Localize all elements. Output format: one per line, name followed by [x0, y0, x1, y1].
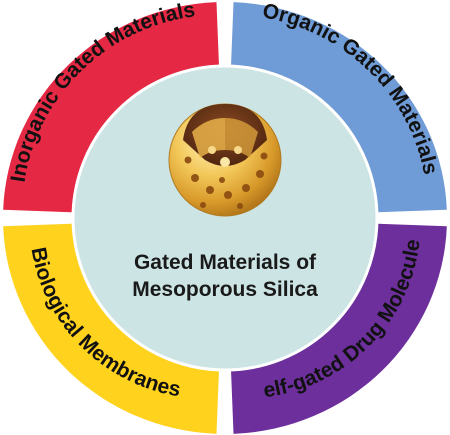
center-title-line-1: Gated Materials of [134, 251, 317, 274]
mesoporous-silica-sphere-icon [168, 103, 282, 217]
center-title-line-2: Mesoporous Silica [132, 278, 318, 301]
center-disc [71, 64, 379, 372]
